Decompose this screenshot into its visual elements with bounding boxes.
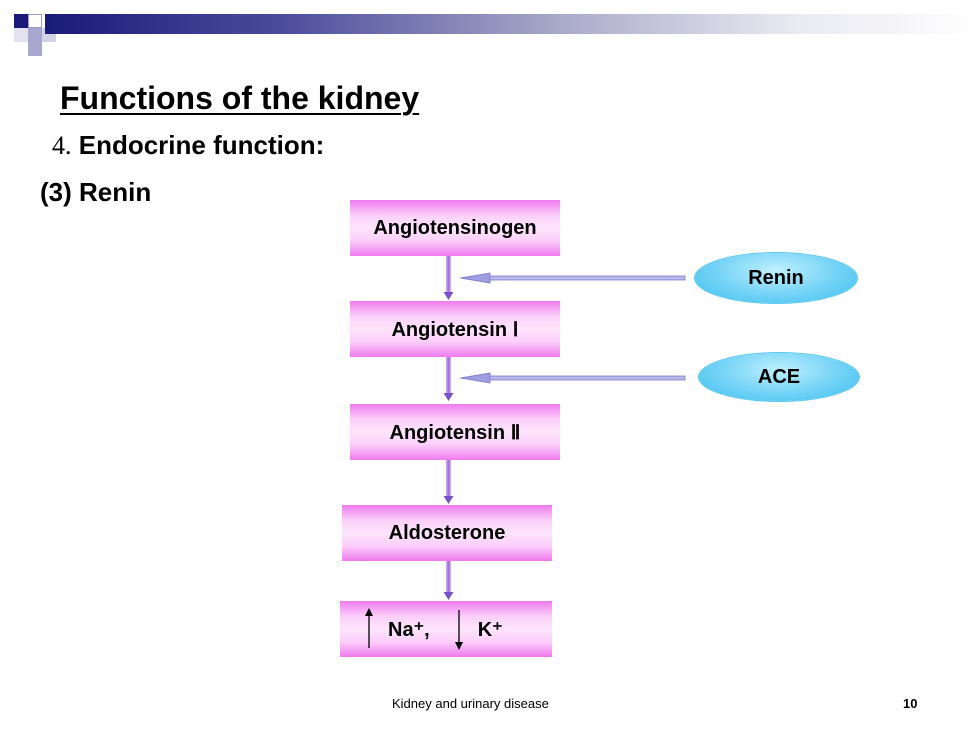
sodium-label: Na⁺, xyxy=(388,618,430,641)
potassium-label: K⁺ xyxy=(477,618,503,641)
header-gradient-bar xyxy=(45,14,980,34)
page-number: 10 xyxy=(903,696,918,711)
box-angiotensinogen: Angiotensinogen xyxy=(350,200,560,256)
subsection-heading: (3) Renin xyxy=(40,177,152,207)
down-arrow-icon xyxy=(454,610,463,650)
up-arrow-icon xyxy=(365,608,373,648)
header-square-navy xyxy=(14,14,28,28)
section-heading: 4. Endocrine function: xyxy=(52,130,324,161)
down-arrow-1 xyxy=(443,256,454,300)
header-square-lavender xyxy=(28,14,42,28)
renin-arrow xyxy=(459,272,686,284)
slide-title: Functions of the kidney xyxy=(60,80,420,116)
footer-text: Kidney and urinary disease xyxy=(392,696,549,711)
header-square-lavender-2 xyxy=(28,28,42,42)
header-square-light-2 xyxy=(14,28,28,42)
section-label: Endocrine function: xyxy=(78,130,325,160)
down-arrow-4 xyxy=(443,560,454,600)
box-electrolytes: Na⁺, K⁺ xyxy=(340,601,552,657)
box-angiotensin-1: Angiotensin Ⅰ xyxy=(350,301,560,357)
header-decoration xyxy=(0,0,980,60)
renin-ellipse: Renin xyxy=(695,253,857,303)
ace-arrow xyxy=(459,372,686,384)
box-angiotensin-2: Angiotensin Ⅱ xyxy=(350,404,560,460)
down-arrow-2 xyxy=(443,357,454,401)
section-number: 4. xyxy=(52,131,72,160)
header-square-lavender-3 xyxy=(28,42,42,56)
ace-ellipse: ACE xyxy=(699,353,859,401)
box-aldosterone: Aldosterone xyxy=(342,505,552,561)
down-arrow-3 xyxy=(443,460,454,504)
